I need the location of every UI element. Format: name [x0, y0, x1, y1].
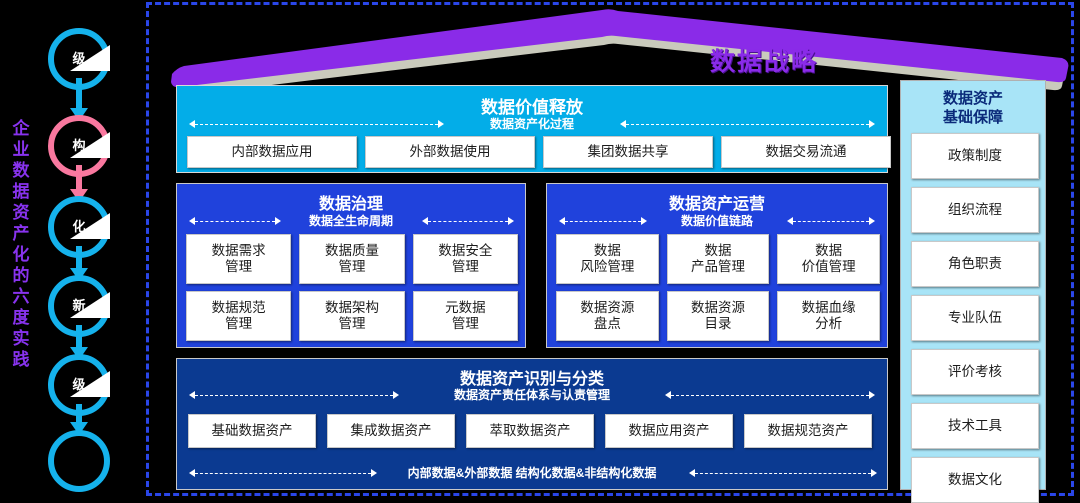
governance-title: 数据治理	[318, 196, 383, 213]
rail-triangle-1	[70, 45, 110, 71]
classification-item[interactable]: 集成数据资产	[327, 414, 455, 448]
value-item[interactable]: 内部数据应用	[187, 136, 357, 168]
measure-arrow-bottom-left	[189, 468, 377, 478]
roof: 数据战略	[150, 0, 1075, 92]
measure-arrow-left	[189, 390, 399, 400]
operations-item[interactable]: 数据 价值管理	[777, 234, 880, 284]
rail-triangle-2	[70, 132, 110, 158]
value-release-subtitle: 数据资产化过程	[489, 117, 574, 131]
classification-title: 数据资产识别与分类	[459, 371, 604, 388]
measure-arrow-bottom-right	[689, 468, 877, 478]
measure-arrow-left	[559, 216, 647, 226]
classification-item[interactable]: 数据应用资产	[605, 414, 733, 448]
rail-connector-3	[76, 246, 82, 272]
value-item[interactable]: 集团数据共享	[543, 136, 713, 168]
section-operations: 数据资产运营 数据价值链路 数据 风险管理 数据 产品管理 数据 价值管理 数据…	[546, 183, 888, 348]
measure-arrow-right	[620, 119, 875, 129]
roof-title: 数据战略	[710, 48, 819, 76]
rail-triangle-3	[70, 213, 110, 239]
governance-item[interactable]: 数据架构 管理	[299, 291, 405, 341]
classification-item[interactable]: 基础数据资产	[188, 414, 316, 448]
rail-title: 企业数据资产化的六度实践	[12, 119, 30, 369]
governance-items: 数据需求 管理 数据质量 管理 数据安全 管理 数据规范 管理 数据架构 管理 …	[186, 234, 518, 341]
rail-connector-4	[76, 325, 82, 351]
guarantee-item[interactable]: 政策制度	[911, 133, 1039, 179]
operations-title: 数据资产运营	[668, 196, 765, 213]
diagram-frame	[146, 2, 1074, 496]
left-rail: 企业数据资产化的六度实践 级 构 化 新 级	[0, 0, 150, 500]
governance-item[interactable]: 数据规范 管理	[186, 291, 292, 341]
operations-subtitle: 数据价值链路	[680, 214, 753, 228]
measure-arrow-right	[665, 390, 875, 400]
rail-triangle-5	[70, 371, 110, 397]
governance-subtitle: 数据全生命周期	[308, 214, 393, 228]
measure-arrow-left	[189, 216, 281, 226]
governance-item[interactable]: 数据质量 管理	[299, 234, 405, 284]
classification-item[interactable]: 数据规范资产	[744, 414, 872, 448]
guarantee-item[interactable]: 技术工具	[911, 403, 1039, 449]
rail-connector-2	[76, 165, 82, 193]
classification-footnote: 内部数据&外部数据 结构化数据&非结构化数据	[407, 466, 657, 480]
classification-items: 基础数据资产 集成数据资产 萃取数据资产 数据应用资产 数据规范资产	[188, 414, 872, 448]
guarantee-item[interactable]: 角色职责	[911, 241, 1039, 287]
roof-shape	[171, 9, 1069, 92]
section-governance: 数据治理 数据全生命周期 数据需求 管理 数据质量 管理 数据安全 管理 数据规…	[176, 183, 526, 348]
section-classification: 数据资产识别与分类 数据资产责任体系与认责管理 基础数据资产 集成数据资产 萃取…	[176, 358, 888, 490]
section-value-release: 数据价值释放 数据资产化过程 内部数据应用 外部数据使用 集团数据共享 数据交易…	[176, 85, 891, 173]
guarantee-item[interactable]: 组织流程	[911, 187, 1039, 233]
value-item[interactable]: 数据交易流通	[721, 136, 891, 168]
operations-item[interactable]: 数据血缘 分析	[777, 291, 880, 341]
guarantee-items: 政策制度 组织流程 角色职责 专业队伍 评价考核 技术工具 数据文化	[911, 133, 1039, 503]
governance-item[interactable]: 数据安全 管理	[412, 234, 518, 284]
operations-item[interactable]: 数据 产品管理	[666, 234, 770, 284]
classification-item[interactable]: 萃取数据资产	[466, 414, 594, 448]
rail-connector-1	[76, 78, 82, 112]
section-guarantee: 数据资产 基础保障 政策制度 组织流程 角色职责 专业队伍 评价考核 技术工具 …	[900, 80, 1046, 503]
rail-node-6[interactable]	[48, 430, 110, 492]
measure-arrow-right	[422, 216, 514, 226]
operations-item[interactable]: 数据资源 盘点	[556, 291, 659, 341]
value-item[interactable]: 外部数据使用	[365, 136, 535, 168]
governance-item[interactable]: 元数据 管理	[412, 291, 518, 341]
value-release-title: 数据价值释放	[481, 98, 583, 117]
classification-subtitle: 数据资产责任体系与认责管理	[453, 388, 610, 402]
operations-items: 数据 风险管理 数据 产品管理 数据 价值管理 数据资源 盘点 数据资源 目录 …	[556, 234, 880, 341]
rail-triangle-4	[70, 292, 110, 318]
rail-connector-5	[76, 404, 82, 426]
guarantee-item[interactable]: 专业队伍	[911, 295, 1039, 341]
guarantee-item[interactable]: 数据文化	[911, 457, 1039, 503]
value-release-items: 内部数据应用 外部数据使用 集团数据共享 数据交易流通	[187, 136, 891, 168]
measure-arrow-left	[189, 119, 444, 129]
guarantee-title: 数据资产 基础保障	[942, 90, 1003, 126]
guarantee-item[interactable]: 评价考核	[911, 349, 1039, 395]
measure-arrow-right	[787, 216, 875, 226]
operations-item[interactable]: 数据 风险管理	[556, 234, 659, 284]
governance-item[interactable]: 数据需求 管理	[186, 234, 292, 284]
operations-item[interactable]: 数据资源 目录	[666, 291, 770, 341]
